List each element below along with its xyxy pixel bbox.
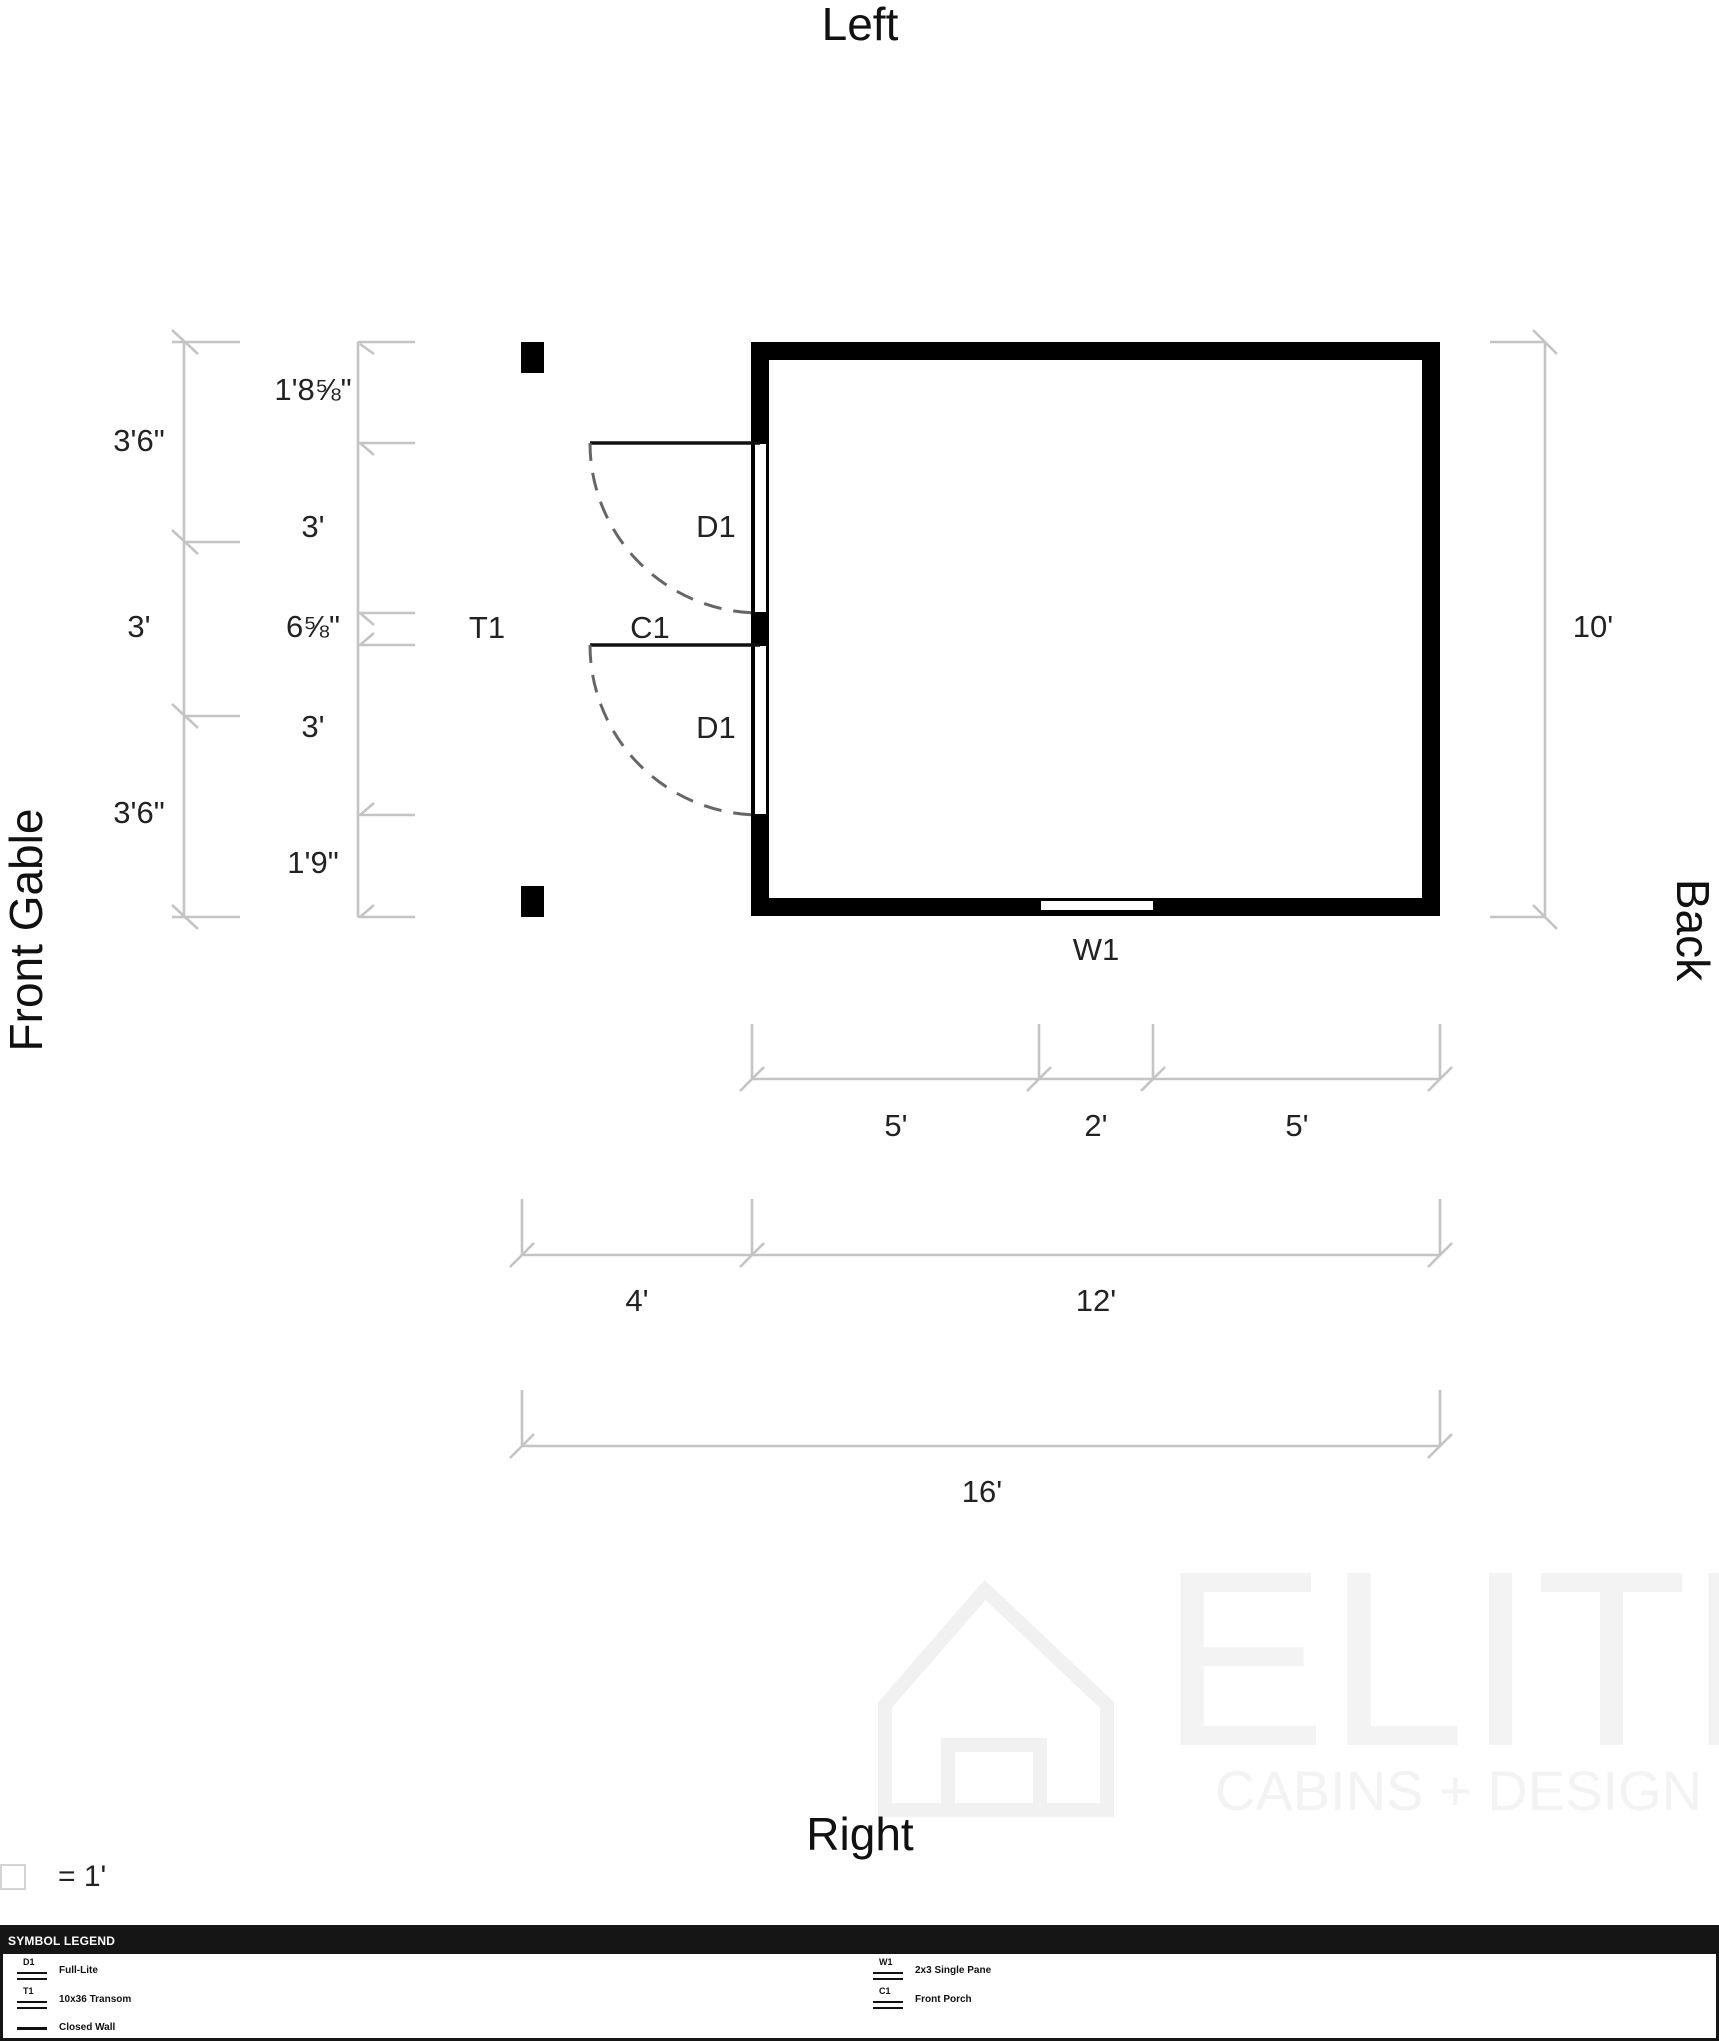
door-d1-bottom-opening <box>753 644 768 816</box>
dim-bottom-row2-2: 12' <box>1076 1283 1116 1318</box>
legend-symbol-w1: W1 <box>873 1957 905 1981</box>
legend-label-w1: 2x3 Single Pane <box>915 1964 992 1976</box>
legend-item-closed-wall: Closed Wall <box>17 2016 115 2038</box>
dim-bottom-row1-3: 5' <box>1285 1108 1308 1143</box>
dim-bottom-row1-1: 5' <box>884 1108 907 1143</box>
watermark-sub: CABINS + DESIGN <box>1215 1759 1702 1822</box>
legend-symbol-c1: C1 <box>873 1986 905 2010</box>
scale-text: = 1' <box>58 1860 107 1893</box>
dim-left-inner-5: 1'9" <box>287 845 338 880</box>
code-door-bottom: D1 <box>696 710 736 745</box>
code-porch: C1 <box>630 610 670 645</box>
dim-left-inner-2: 3' <box>301 509 324 544</box>
legend-title: SYMBOL LEGEND <box>3 1928 1716 1954</box>
dim-left-inner-3: 6⅝" <box>286 609 340 644</box>
porch-post-bottom <box>521 886 544 917</box>
dim-bottom-row1-2: 2' <box>1084 1108 1107 1143</box>
scale-square <box>0 1864 26 1890</box>
scale-indicator: = 1' <box>0 1860 106 1894</box>
window-w1 <box>1039 899 1155 912</box>
dim-left-outer-2: 3' <box>127 609 150 644</box>
dim-left-outer-1: 3'6" <box>113 423 164 458</box>
code-window: W1 <box>1073 932 1120 967</box>
side-label-top: Left <box>822 0 899 50</box>
dim-left-outer-3: 3'6" <box>113 795 164 830</box>
porch-post-top <box>521 342 544 373</box>
dim-bottom-row2-1: 4' <box>625 1283 648 1318</box>
legend-label-d1: Full-Lite <box>59 1964 98 1976</box>
legend-item-w1: W1 2x3 Single Pane <box>873 1957 992 1981</box>
door-d1-top-opening <box>753 442 768 614</box>
side-label-left: Front Gable <box>0 809 52 1052</box>
code-transom: T1 <box>469 610 505 645</box>
watermark-brand: ELITE <box>1160 1519 1719 1798</box>
code-door-top: D1 <box>696 509 736 544</box>
door-swing-top <box>588 442 761 615</box>
legend-label-c1: Front Porch <box>915 1993 972 2005</box>
legend-symbol-d1: D1 <box>17 1957 49 1981</box>
legend-label-t1: 10x36 Transom <box>59 1993 132 2005</box>
dim-left-inner-1: 1'8⅝" <box>274 372 351 407</box>
legend-symbol-closed-wall <box>17 2016 49 2038</box>
dim-bottom-row3-1: 16' <box>962 1474 1002 1509</box>
side-label-bottom: Right <box>806 1808 914 1860</box>
legend-label-closed-wall: Closed Wall <box>59 2021 116 2033</box>
door-swing-bottom <box>588 644 761 817</box>
legend-symbol-t1: T1 <box>17 1986 49 2010</box>
legend-item-c1: C1 Front Porch <box>873 1986 972 2010</box>
building-walls <box>751 342 1440 916</box>
dimension-lines <box>171 329 1558 1459</box>
watermark-logo: ELITE CABINS + DESIGN <box>878 1519 1719 1822</box>
symbol-legend: SYMBOL LEGEND D1 Full-Lite T1 10x36 Tran… <box>0 1925 1719 2041</box>
floor-plan-drawing: ELITE CABINS + DESIGN Left Right Front G… <box>0 0 1719 1860</box>
side-label-right: Back <box>1667 879 1719 982</box>
legend-item-t1: T1 10x36 Transom <box>17 1986 132 2010</box>
dim-left-inner-4: 3' <box>301 709 324 744</box>
legend-item-d1: D1 Full-Lite <box>17 1957 98 1981</box>
dim-right: 10' <box>1573 609 1613 644</box>
